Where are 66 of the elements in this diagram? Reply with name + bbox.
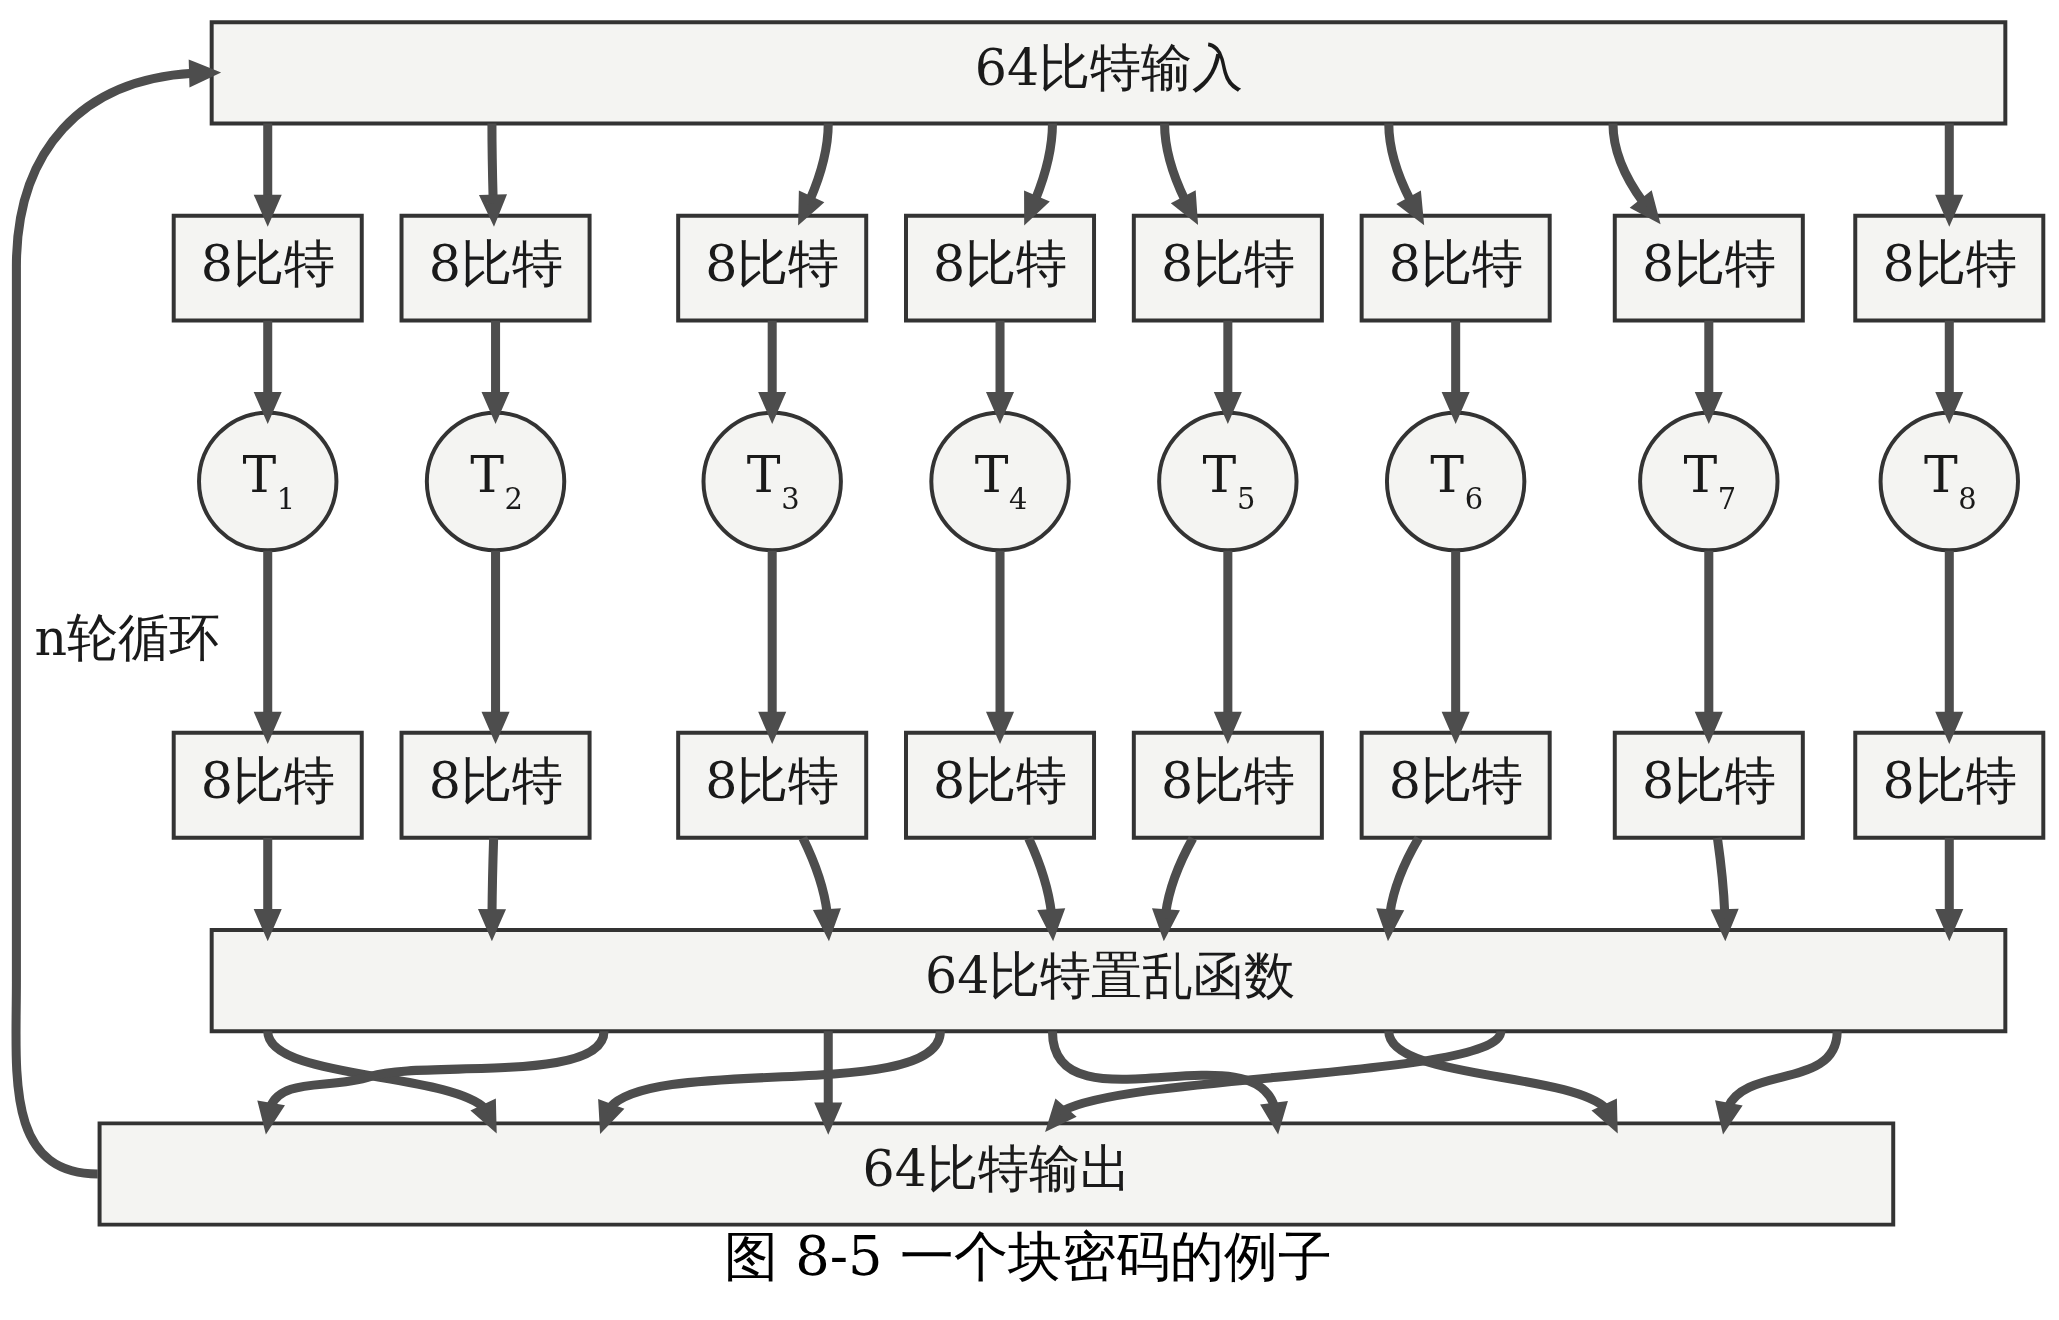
edge-label: n轮循环 (34, 607, 221, 667)
arrow (1694, 550, 1723, 744)
node-circle: T$_{3}$ (701, 410, 843, 552)
arrow (1024, 122, 1057, 225)
arrow (798, 122, 833, 225)
arrow (481, 550, 510, 744)
node-box: 8比特 (171, 730, 364, 840)
arrow (1384, 1029, 1618, 1134)
node-box: 8比特 (1359, 730, 1552, 840)
arrow (1152, 835, 1197, 941)
node-box: 8比特 (1853, 213, 2046, 323)
arrow (1213, 320, 1242, 424)
arrow (598, 1029, 945, 1134)
node-box: 64比特置乱函数 (209, 927, 2008, 1033)
node-circle: T$_{2}$ (424, 410, 567, 552)
arrow (1935, 837, 1964, 941)
node-circle: T$_{4}$ (929, 410, 1071, 552)
arrow (478, 123, 507, 227)
node-box: 8比特 (1359, 213, 1552, 323)
node-box: 8比特 (399, 213, 592, 323)
arrow (253, 550, 282, 744)
arrow (253, 837, 282, 941)
node-box: 8比特 (676, 213, 869, 323)
arrow (1160, 122, 1199, 225)
node-box: 8比特 (1853, 730, 2046, 840)
node-circle: T$_{6}$ (1384, 410, 1527, 552)
arrow (758, 550, 787, 744)
node-box: 8比特 (399, 730, 592, 840)
arrow (758, 320, 787, 424)
arrow (1045, 1028, 1505, 1132)
arrow (814, 1030, 843, 1135)
arrow (1608, 122, 1661, 224)
arrow (1935, 320, 1964, 424)
arrow (11, 58, 222, 1178)
arrow (1384, 122, 1425, 225)
arrow (1935, 550, 1964, 744)
node-box: 8比特 (676, 730, 869, 840)
node-circle: T$_{7}$ (1638, 410, 1780, 552)
arrow (1935, 123, 1964, 227)
arrow (1376, 835, 1423, 941)
node-box: 64比特输出 (97, 1120, 1896, 1227)
arrow (985, 320, 1015, 424)
arrow (1710, 836, 1739, 941)
arrow (1441, 550, 1470, 744)
arrow (798, 835, 841, 941)
node-box: 64比特输入 (209, 19, 2008, 125)
arrow (481, 320, 510, 424)
node-box: 8比特 (1612, 213, 1805, 323)
node-circle: T$_{8}$ (1878, 410, 2020, 552)
node-box: 8比特 (904, 730, 1097, 840)
arrow (1024, 835, 1066, 941)
node-box: 8比特 (904, 213, 1097, 323)
node-box: 8比特 (1612, 730, 1805, 840)
arrow (1694, 320, 1723, 424)
arrow (1441, 320, 1470, 424)
node-circle: T$_{1}$ (197, 410, 339, 552)
arrow (253, 123, 282, 227)
arrow (478, 837, 507, 941)
arrow (985, 550, 1015, 744)
node-box: 8比特 (171, 213, 364, 323)
caption: 图 8-5 一个块密码的例子 (723, 1224, 1332, 1288)
node-box: 8比特 (1131, 730, 1324, 840)
node-circle: T$_{5}$ (1157, 410, 1299, 552)
node-box: 8比特 (1131, 213, 1324, 323)
arrow (253, 320, 282, 424)
arrow (1213, 550, 1242, 744)
